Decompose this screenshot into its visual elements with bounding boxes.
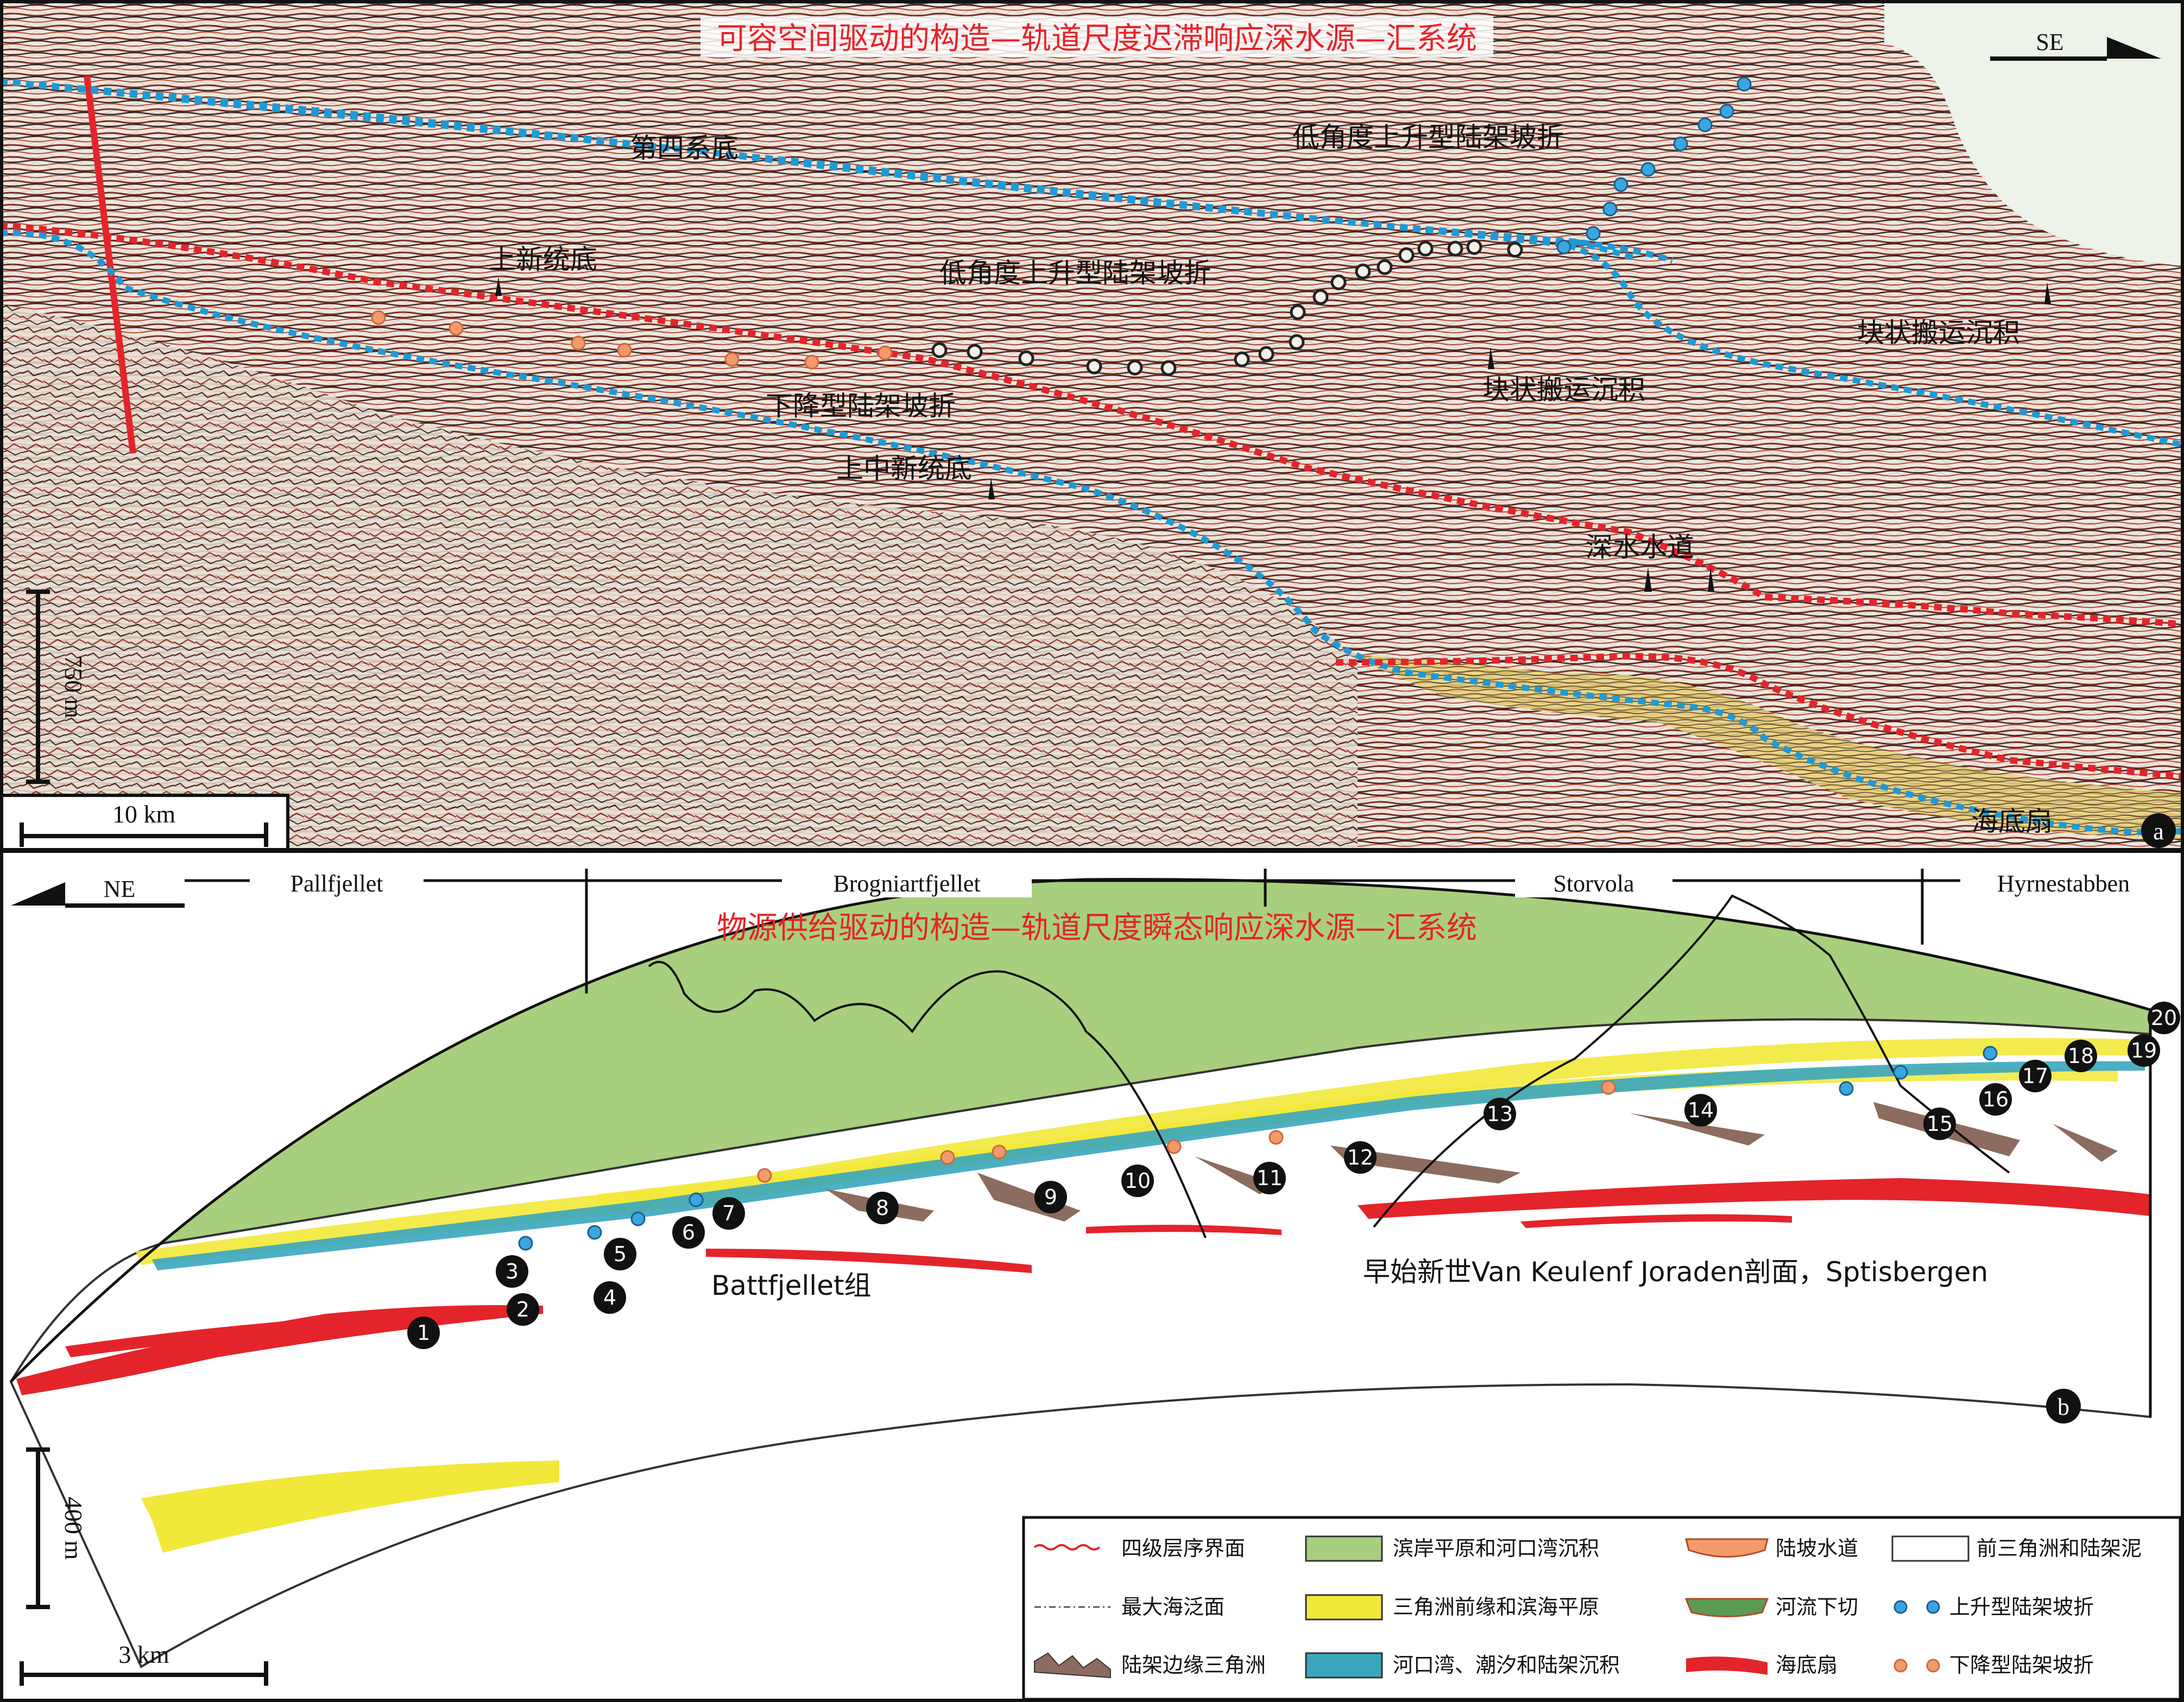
location-hyrnestabben: Hyrnestabben — [1997, 870, 2130, 897]
legend-prodelta: 前三角洲和陆架泥 — [1977, 1536, 2142, 1560]
label-submarine-fan: 海底扇 — [1971, 806, 2053, 837]
location-storvola: Storvola — [1553, 870, 1634, 897]
label-upper-miocene-base: 上中新统底 — [836, 453, 972, 484]
prodelta-area — [9, 1018, 2151, 1668]
panel-b: Pallfjellet Brogniartfjellet Storvola Hy… — [0, 850, 2184, 1702]
marker-1: 1 — [417, 1321, 430, 1345]
location-pallfjellet: Pallfjellet — [290, 870, 383, 897]
marker-6: 6 — [682, 1220, 695, 1244]
direction-se: SE — [2036, 29, 2063, 55]
marker-4: 4 — [603, 1286, 616, 1309]
ne-direction-arrow: NE — [11, 876, 185, 908]
fan-top-horizon — [1335, 653, 2184, 780]
panel-a-title: 可容空间驱动的构造—轨道尺度迟滞响应深水源—汇系统 — [717, 21, 1477, 56]
marker-7: 7 — [722, 1201, 735, 1225]
legend-estuary-tidal: 河口湾、潮汐和陆架沉积 — [1393, 1653, 1620, 1677]
label-falling-break: 下降型陆架坡折 — [766, 390, 956, 422]
legend-falling-break: 下降型陆架坡折 — [1949, 1653, 2094, 1677]
scale-vertical-a-label: 750 m — [60, 655, 87, 719]
section-markers: 1 2 3 4 5 6 7 8 9 10 11 12 13 14 15 16 1… — [407, 1002, 2180, 1349]
upper-miocene-base-horizon — [0, 230, 2184, 836]
rising-break-blue-dots — [1556, 77, 1752, 255]
marker-5: 5 — [614, 1242, 627, 1266]
panel-a-label: a — [2153, 818, 2164, 845]
label-quaternary-base: 第四系底 — [630, 132, 738, 164]
marker-9: 9 — [1044, 1185, 1057, 1209]
legend: 四级层序界面 滨岸平原和河口湾沉积 陆坡水道 前三角洲和陆架泥 最大海泛面 三角… — [1022, 1516, 2182, 1701]
legend-rising-break: 上升型陆架坡折 — [1949, 1595, 2094, 1619]
falling-break-dots-b — [757, 1080, 1616, 1183]
legend-slope-channel: 陆坡水道 — [1776, 1536, 1858, 1560]
label-mass-transport-2: 块状搬运沉积 — [1857, 317, 2020, 349]
label-pointers — [495, 277, 2051, 592]
marker-16: 16 — [1983, 1087, 2009, 1111]
marker-11: 11 — [1257, 1166, 1283, 1190]
label-low-angle-rising-1: 低角度上升型陆架坡折 — [1292, 122, 1564, 153]
scale-vertical-b-label: 400 m — [60, 1497, 87, 1560]
marker-20: 20 — [2151, 1006, 2177, 1030]
location-brogniartfjellet: Brogniartfjellet — [833, 870, 980, 897]
label-deepwater-channel: 深水水道 — [1586, 532, 1694, 563]
marker-13: 13 — [1487, 1102, 1513, 1126]
scale-vertical-a: 750 m — [26, 590, 87, 784]
upper-pliocene-base-horizon — [0, 222, 2184, 628]
panel-a: 可容空间驱动的构造—轨道尺度迟滞响应深水源—汇系统 SE 第四系底 上新统底 上… — [0, 0, 2184, 851]
label-low-angle-rising-2: 低角度上升型陆架坡折 — [939, 257, 1211, 289]
panel-b-title: 物源供给驱动的构造—轨道尺度瞬态响应深水源—汇系统 — [717, 910, 1477, 946]
marker-2: 2 — [516, 1298, 529, 1321]
section-caption: 早始新世Van Keulenf Joraden剖面，Sptisbergen — [1363, 1256, 1988, 1288]
marker-3: 3 — [506, 1260, 519, 1283]
marker-12: 12 — [1347, 1146, 1373, 1169]
legend-seq-boundary: 四级层序界面 — [1121, 1536, 1245, 1560]
scale-horizontal-a-label: 10 km — [112, 800, 176, 828]
rising-break-open-dots — [931, 239, 1523, 376]
marker-17: 17 — [2022, 1064, 2048, 1088]
legend-coastal-plain: 滨岸平原和河口湾沉积 — [1393, 1536, 1599, 1560]
label-upper-pliocene-base: 上新统底 — [489, 244, 597, 275]
location-bar — [185, 868, 2167, 994]
falling-break-dots — [371, 310, 893, 370]
marker-19: 19 — [2131, 1039, 2157, 1062]
scale-horizontal-b-label: 3 km — [118, 1641, 169, 1668]
direction-ne: NE — [104, 876, 136, 902]
fault-line — [84, 75, 136, 454]
water-column — [1884, 0, 2184, 266]
scale-horizontal-b: 3 km — [20, 1641, 268, 1686]
legend-incision: 河流下切 — [1776, 1595, 1858, 1619]
marker-8: 8 — [876, 1196, 889, 1220]
label-mass-transport-1: 块状搬运沉积 — [1482, 374, 1645, 406]
lower-yellow-wedge — [141, 1460, 559, 1553]
legend-delta-front: 三角洲前缘和滨海平原 — [1393, 1595, 1599, 1619]
rising-break-dots-b — [518, 1046, 1998, 1251]
formation-label: Battfjellet组 — [711, 1270, 872, 1301]
se-direction-arrow: SE — [1990, 29, 2161, 61]
marker-15: 15 — [1927, 1112, 1953, 1136]
legend-shelf-margin-delta: 陆架边缘三角洲 — [1121, 1653, 1266, 1677]
marker-10: 10 — [1125, 1169, 1151, 1193]
scale-vertical-b: 400 m — [26, 1447, 87, 1609]
legend-submarine-fan: 海底扇 — [1776, 1653, 1838, 1677]
submarine-fan-body — [1347, 654, 2184, 839]
marker-14: 14 — [1688, 1098, 1714, 1122]
legend-mfs: 最大海泛面 — [1121, 1595, 1224, 1619]
scale-horizontal-a: 10 km — [20, 800, 268, 847]
marker-18: 18 — [2068, 1044, 2094, 1068]
panel-b-label: b — [2057, 1394, 2069, 1420]
